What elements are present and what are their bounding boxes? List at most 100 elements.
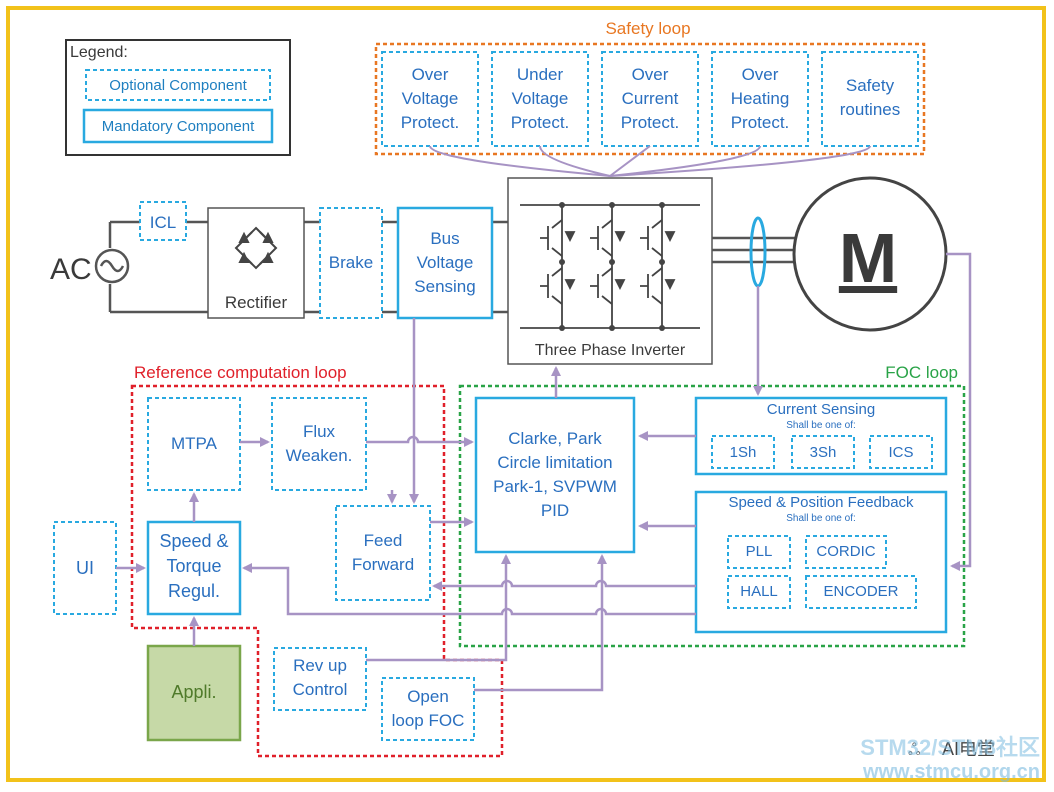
motor: M [792,176,948,332]
mtpa-label: MTPA [171,434,218,453]
speed-option-pll [727,535,791,569]
foc-core-line: PID [541,501,569,520]
watermark-line1: STM32/STM8社区 [860,735,1040,760]
legend-optional-label: Optional Component [109,77,247,94]
feed-forward-block [335,505,431,601]
phase-lines [712,236,800,264]
reference-loop-title: Reference computation loop [134,363,347,382]
current-option-label: 1Sh [730,444,757,461]
application-label: Appli. [171,682,216,702]
current-sensing-title: Current Sensing [767,401,875,418]
diagram-border [6,6,1046,782]
ac-source-icon [94,248,130,284]
speed-position-feedback-block [694,490,948,634]
speed-option-label: PLL [746,543,773,560]
legend-mandatory-label: Mandatory Component [102,118,255,135]
flux-weaken-block [271,397,367,491]
safety-block-line: Protect. [401,113,460,132]
speed-torque-line: Speed & [159,531,228,551]
foc-core-line: Circle limitation [497,453,612,472]
motor-label: M [839,219,897,297]
rev-up-control-block [273,647,367,711]
bus-voltage-sensing-block [396,206,494,320]
current-option-3sh [791,435,855,469]
foc-loop-frame [458,384,966,648]
watermark-brand: AI电堂 [942,739,995,759]
feed-forward-line: Feed [364,531,403,550]
flux-line: Flux [303,422,336,441]
watermark-brand-icon: ஃ [908,742,921,759]
legend: Legend: Optional Component Mandatory Com… [65,39,291,156]
ui-label: UI [76,558,94,578]
brake-block [319,207,383,319]
foc-core-line: Park-1, SVPWM [493,477,617,496]
safety-block-line: Voltage [402,89,459,108]
flux-line: Weaken. [286,446,353,465]
speed-torque-line: Regul. [168,581,220,601]
safety-block-line: Under [517,65,564,84]
current-sensor-ring [749,216,767,288]
speed-feedback-title: Speed & Position Feedback [728,494,914,511]
safety-block-4: Safety routines [821,51,919,147]
icl-block [139,201,187,241]
safety-block-0: Over Voltage Protect. [381,51,479,147]
ac-source-label: AC [50,253,92,286]
current-option-label: ICS [888,444,913,461]
mtpa-block [147,397,241,491]
rectifier-bridge-icon [234,226,278,270]
safety-block-line: Safety [846,76,895,95]
icl-label: ICL [150,213,176,232]
application-block [146,644,242,742]
inverter-label: Three Phase Inverter [535,342,686,359]
safety-block-line: routines [840,100,900,119]
open-loop-line: Open [407,687,449,706]
speed-option-label: ENCODER [823,583,898,600]
safety-loop-title: Safety loop [605,19,690,38]
three-phase-inverter-block: Three Phase Inverter [507,177,713,365]
ui-block [53,521,117,615]
safety-block-line: Protect. [621,113,680,132]
current-option-1sh [711,435,775,469]
signal-arrows [116,252,972,692]
safety-block-line: Current [622,89,679,108]
speed-torque-line: Torque [166,556,221,576]
foc-core-line: Clarke, Park [508,429,602,448]
speed-torque-regulator-block [146,520,242,616]
safety-block-line: Heating [731,89,790,108]
bus-sensing-line: Voltage [417,253,474,272]
watermark: ஃ AI电堂 STM32/STM8社区 www.stmcu.org.cn [860,735,1040,783]
current-option-ics [869,435,933,469]
brake-label: Brake [329,253,373,272]
bus-sensing-line: Sensing [414,277,475,296]
speed-option-hall [727,575,791,609]
bus-sensing-line: Bus [430,229,459,248]
safety-block-line: Protect. [731,113,790,132]
safety-block-line: Voltage [512,89,569,108]
power-rails [108,220,508,314]
legend-title: Legend: [70,44,128,61]
safety-block-1: Under Voltage Protect. [491,51,589,147]
safety-loop-frame [374,42,926,156]
rectifier-label: Rectifier [225,293,288,312]
safety-block-line: Over [412,65,449,84]
rev-up-line: Rev up [293,656,347,675]
foc-loop-title: FOC loop [885,363,958,382]
foc-core-block [474,396,636,554]
safety-block-2: Over Current Protect. [601,51,699,147]
rev-up-line: Control [293,680,348,699]
open-loop-foc-block [381,677,475,741]
speed-feedback-subtitle: Shall be one of: [786,513,856,524]
speed-option-label: CORDIC [816,543,875,560]
current-sensing-subtitle: Shall be one of: [786,420,856,431]
current-option-label: 3Sh [810,444,837,461]
safety-block-line: Protect. [511,113,570,132]
safety-block-line: Over [632,65,669,84]
feed-forward-line: Forward [352,555,414,574]
watermark-line2: www.stmcu.org.cn [862,761,1040,783]
open-loop-line: loop FOC [392,711,465,730]
rectifier-block: Rectifier [207,207,305,319]
speed-option-label: HALL [740,583,778,600]
safety-fan-lines [429,145,871,177]
safety-block-3: Over Heating Protect. [711,51,809,147]
